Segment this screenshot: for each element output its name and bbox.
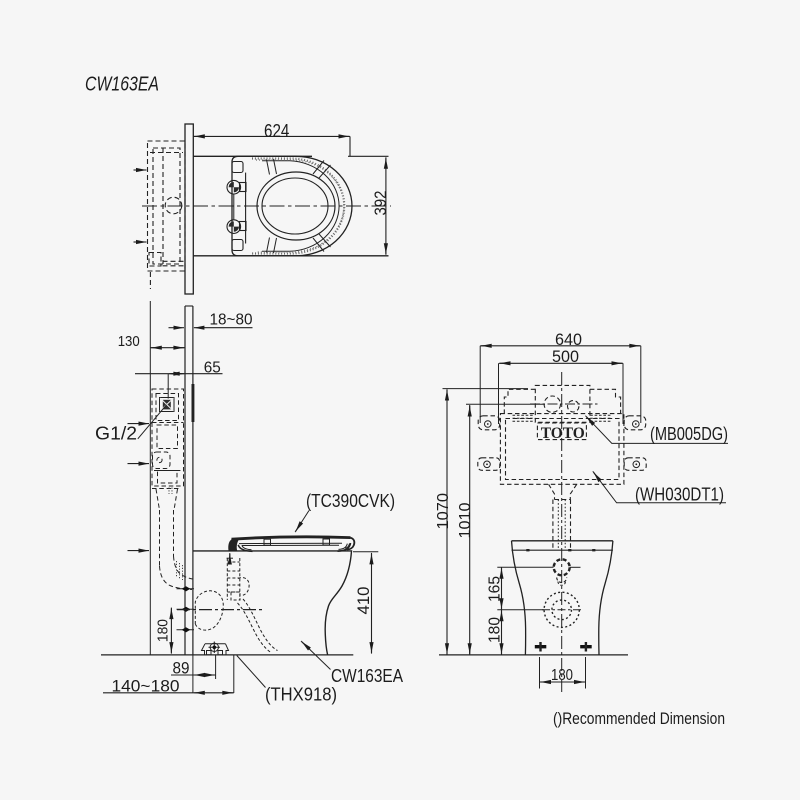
svg-text:640: 640 (555, 330, 582, 349)
svg-text:89: 89 (173, 659, 190, 678)
svg-text:1010: 1010 (457, 502, 474, 538)
svg-text:1070: 1070 (435, 493, 452, 530)
svg-text:165: 165 (487, 576, 504, 602)
svg-text:500: 500 (552, 347, 579, 366)
svg-text:410: 410 (354, 587, 373, 615)
svg-text:180: 180 (155, 619, 172, 642)
svg-text:624: 624 (264, 121, 289, 141)
svg-text:180: 180 (487, 617, 504, 643)
svg-text:180: 180 (551, 667, 573, 684)
svg-text:392: 392 (371, 191, 390, 216)
svg-text:G1/2: G1/2 (95, 424, 137, 444)
svg-text:(WH030DT1): (WH030DT1) (635, 485, 724, 505)
svg-text:130: 130 (118, 333, 140, 350)
svg-text:TOTO: TOTO (541, 425, 585, 442)
svg-text:18~80: 18~80 (210, 312, 253, 329)
svg-text:65: 65 (204, 359, 221, 376)
svg-text:140~180: 140~180 (112, 676, 180, 695)
svg-text:(TC390CVK): (TC390CVK) (306, 491, 395, 511)
svg-text:(MB005DG): (MB005DG) (650, 424, 728, 444)
svg-text:CW163EA: CW163EA (331, 666, 403, 686)
svg-text:CW163EA: CW163EA (85, 74, 159, 96)
svg-text:()Recommended Dimension: ()Recommended Dimension (553, 709, 725, 728)
svg-text:(THX918): (THX918) (265, 685, 337, 705)
